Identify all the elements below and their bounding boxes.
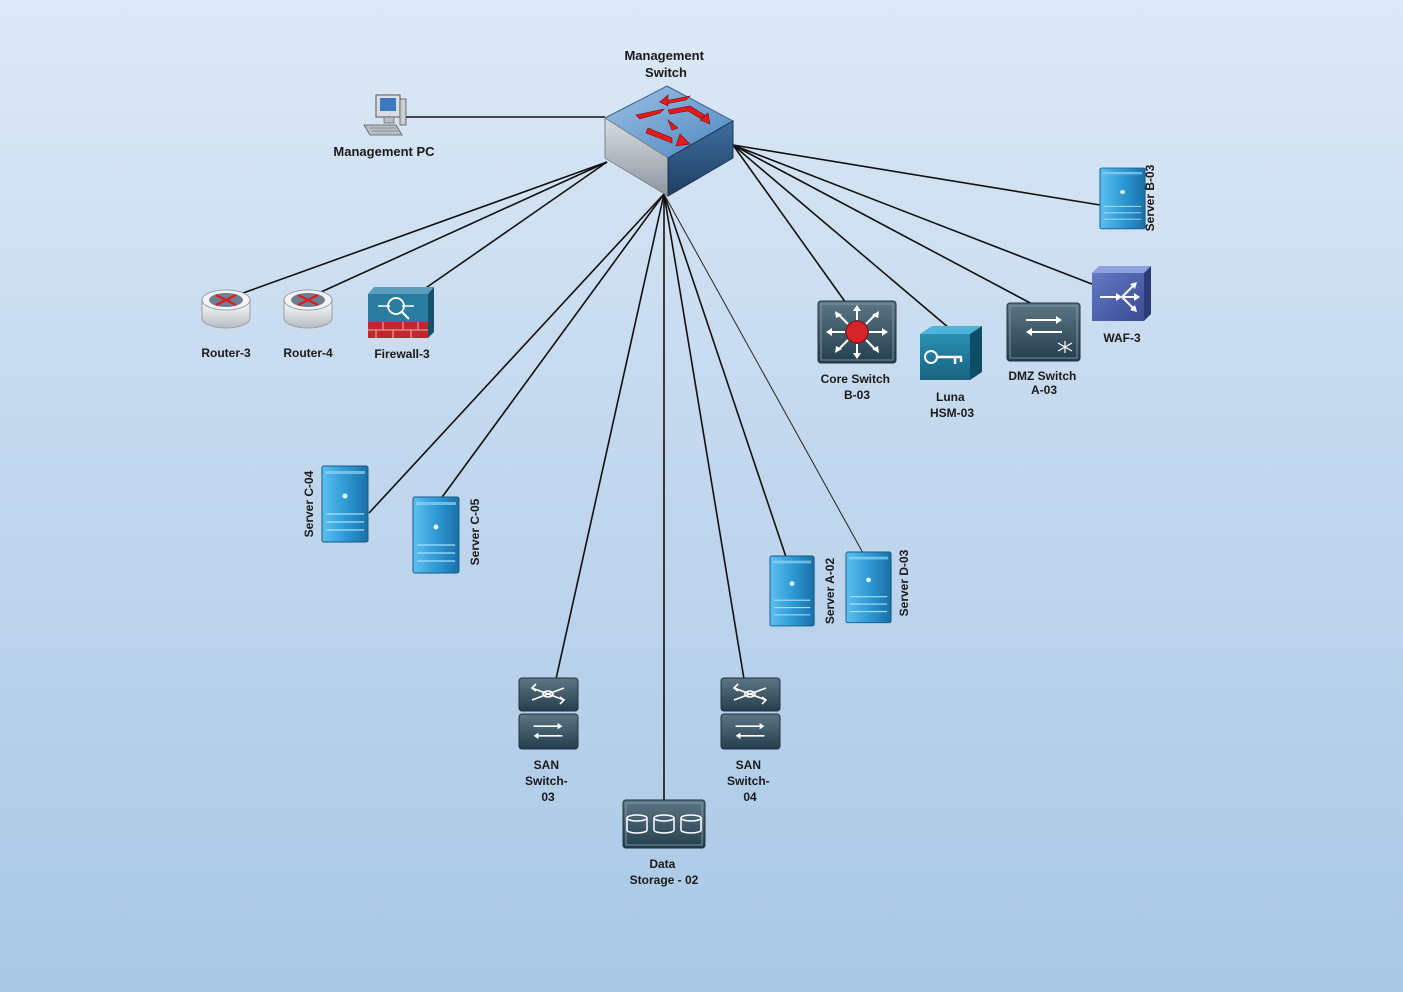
link-router-3 <box>231 161 608 298</box>
link-server-c05 <box>439 193 665 501</box>
waf-icon <box>1092 266 1151 321</box>
server-icon <box>845 551 892 624</box>
san-switch-icon <box>720 677 781 750</box>
server-icon <box>412 496 460 574</box>
luna-hsm-label: Luna HSM-03 <box>930 390 974 420</box>
link-server-c04 <box>368 193 665 514</box>
san-switch-icon <box>518 677 579 750</box>
server-icon <box>321 465 369 543</box>
data-storage-label: Data Storage - 02 <box>630 857 699 887</box>
link-san-switch-03 <box>555 193 665 680</box>
router-3-label: Router-3 <box>201 346 251 360</box>
core-switch-icon <box>817 300 897 364</box>
management-pc-label: Management PC <box>333 144 435 159</box>
server-c04-label: Server C-04 <box>302 470 316 537</box>
storage-icon <box>622 799 706 849</box>
data-storage-02[interactable]: Data Storage - 02 <box>622 799 706 887</box>
router-icon <box>282 288 334 330</box>
san-switch-04[interactable]: SAN Switch- 04 <box>720 677 781 804</box>
core-switch-label: Core Switch B-03 <box>821 372 894 402</box>
link-core-switch <box>732 144 847 304</box>
link-firewall-3 <box>419 161 608 293</box>
server-a02-label: Server A-02 <box>823 558 837 625</box>
server-icon <box>769 555 815 627</box>
key-icon-box <box>920 326 982 380</box>
server-a02[interactable]: Server A-02 <box>769 555 837 627</box>
router-3[interactable]: Router-3 <box>200 288 252 360</box>
luna-hsm-03[interactable]: Luna HSM-03 <box>920 326 982 420</box>
management-switch[interactable]: Management Switch <box>603 48 735 197</box>
waf-3-label: WAF-3 <box>1103 331 1141 345</box>
link-server-b03 <box>732 144 1101 206</box>
link-waf-3 <box>732 144 1098 287</box>
management-pc[interactable]: Management PC <box>333 94 435 159</box>
link-router-4 <box>309 161 608 298</box>
san-switch-03-label: SAN Switch- 03 <box>525 758 571 804</box>
server-c04[interactable]: Server C-04 <box>302 465 369 543</box>
link-server-d03 <box>663 193 864 554</box>
server-d03-label: Server D-03 <box>897 549 911 616</box>
server-b03-label: Server B-03 <box>1143 164 1157 231</box>
link-dmz-switch <box>732 144 1035 306</box>
management-switch-label: Management Switch <box>624 48 707 80</box>
server-icon <box>1099 167 1146 230</box>
link-san-switch-04 <box>663 193 745 680</box>
link-server-a02 <box>663 193 787 558</box>
router-icon <box>200 288 252 330</box>
switch-icon <box>1006 302 1081 362</box>
san-switch-04-label: SAN Switch- 04 <box>727 758 773 804</box>
server-b03[interactable]: Server B-03 <box>1099 164 1157 231</box>
san-switch-03[interactable]: SAN Switch- 03 <box>518 677 579 804</box>
link-luna-hsm <box>732 144 950 329</box>
firewall-3[interactable]: Firewall-3 <box>368 287 434 361</box>
waf-3[interactable]: WAF-3 <box>1092 266 1151 345</box>
server-c05[interactable]: Server C-05 <box>412 496 482 574</box>
firewall-3-label: Firewall-3 <box>374 347 430 361</box>
computer-icon <box>363 94 407 136</box>
management-switch-icon <box>603 85 735 197</box>
router-4-label: Router-4 <box>283 346 333 360</box>
firewall-icon <box>368 287 434 338</box>
router-4[interactable]: Router-4 <box>282 288 334 360</box>
dmz-switch-label: DMZ Switch A-03 <box>1008 369 1079 397</box>
core-switch-b03[interactable]: Core Switch B-03 <box>817 300 897 402</box>
dmz-switch-a03[interactable]: DMZ Switch A-03 <box>1006 302 1081 397</box>
server-d03[interactable]: Server D-03 <box>845 549 911 624</box>
server-c05-label: Server C-05 <box>468 498 482 565</box>
links <box>231 116 1101 801</box>
